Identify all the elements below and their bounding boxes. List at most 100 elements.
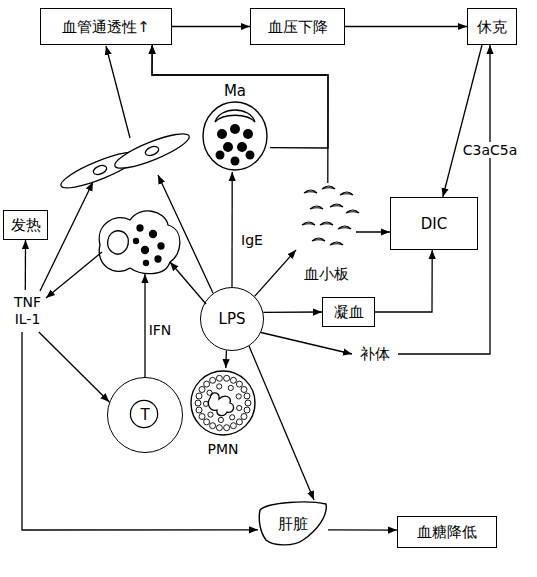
edge-label: C3aC5a [461,142,520,158]
t-cell-nucleus [130,400,157,427]
granule [210,423,216,429]
granule [199,387,205,393]
granule [223,142,233,152]
edge-label: IgE [239,232,265,248]
node-text: 血管通透性↑ [62,18,150,36]
platelet [304,190,317,193]
mast-cell-body [203,102,267,170]
cell-nucleus [92,164,108,177]
process-box: 凝血 [322,297,375,327]
granule [237,142,247,152]
granule [236,381,242,387]
arrow-connector [25,240,27,290]
macrophage-body [99,211,180,274]
arrow-connector [231,172,232,287]
process-box: 休克 [467,8,517,45]
lobed-nucleus [208,393,233,416]
arrow-connector [328,529,397,531]
lps-circle: LPS [200,287,264,351]
granule [216,425,222,431]
granule [243,129,253,139]
macrophage [99,211,180,274]
node-text: 血糖降低 [417,523,477,541]
granule [210,377,216,383]
signal-label: IFN [147,322,174,338]
node-text: Ma [224,82,246,100]
node-text: DIC [421,215,447,233]
granule [218,417,223,422]
liver-node: 肝脏 [258,500,328,548]
arrow-connector [263,311,322,313]
node-text: T [140,406,149,424]
granule [216,375,222,381]
arrow-connector [443,45,482,197]
granule [208,412,213,417]
granule [158,243,164,249]
arrow-connector [39,332,110,402]
granule [204,381,210,387]
granule [246,151,255,160]
granule [196,407,202,413]
platelet [312,238,325,241]
mast-cell-nucleus [215,110,255,122]
node-text: 血小板 [304,265,349,283]
granule [216,151,225,160]
granule [230,377,236,383]
granule [244,407,250,413]
node-text: 补体 [360,345,390,363]
granule [217,129,227,139]
arrow-connector [152,45,328,183]
granule [195,400,201,406]
granule [231,157,240,166]
platelet [340,192,353,195]
granule [204,419,210,425]
platelet [320,222,333,225]
process-box: DIC [390,197,478,250]
platelet [346,210,359,213]
neutrophil-body [191,371,255,435]
granule [230,124,240,134]
granule [155,256,161,262]
platelet [338,226,351,229]
granule [244,393,250,399]
platelet [310,206,323,209]
process-box: 发热 [3,210,48,240]
liver-shape [259,502,326,545]
cytokine-text: TNF IL-1 [5,290,50,332]
platelet [322,186,335,189]
node-text: LPS [219,310,246,328]
arrow-connector [255,250,296,296]
node-text: 血压下降 [268,18,328,36]
platelet [330,242,343,245]
arrow-line [144,274,145,377]
arrow-line [170,262,206,304]
macrophage-nucleus [108,231,129,254]
process-box: 血糖降低 [397,516,497,548]
arrow-connector [172,26,250,27]
arrow-connector [356,231,390,232]
arrow-connector [225,351,227,369]
platelet [330,204,343,207]
granule [137,225,143,231]
node-text: PMN [208,441,239,458]
process-box: 血管通透性↑ [40,8,172,45]
static-arrows [40,46,213,377]
granule [241,414,247,420]
granule [245,400,251,406]
arrow-connector [249,346,314,500]
granule [196,393,202,399]
granule [230,415,235,420]
granule [236,419,242,425]
granule [224,375,230,381]
node-text: 休克 [477,18,507,36]
arrow-connector [375,250,432,312]
node-text: 肝脏 [278,515,308,533]
granule [144,261,149,266]
node-text: TNF IL-1 [5,294,50,328]
platelet-node: 血小板 [296,183,356,283]
arrow-connector [398,45,490,354]
complement-text: 补体 [352,342,398,366]
granule [217,384,222,389]
